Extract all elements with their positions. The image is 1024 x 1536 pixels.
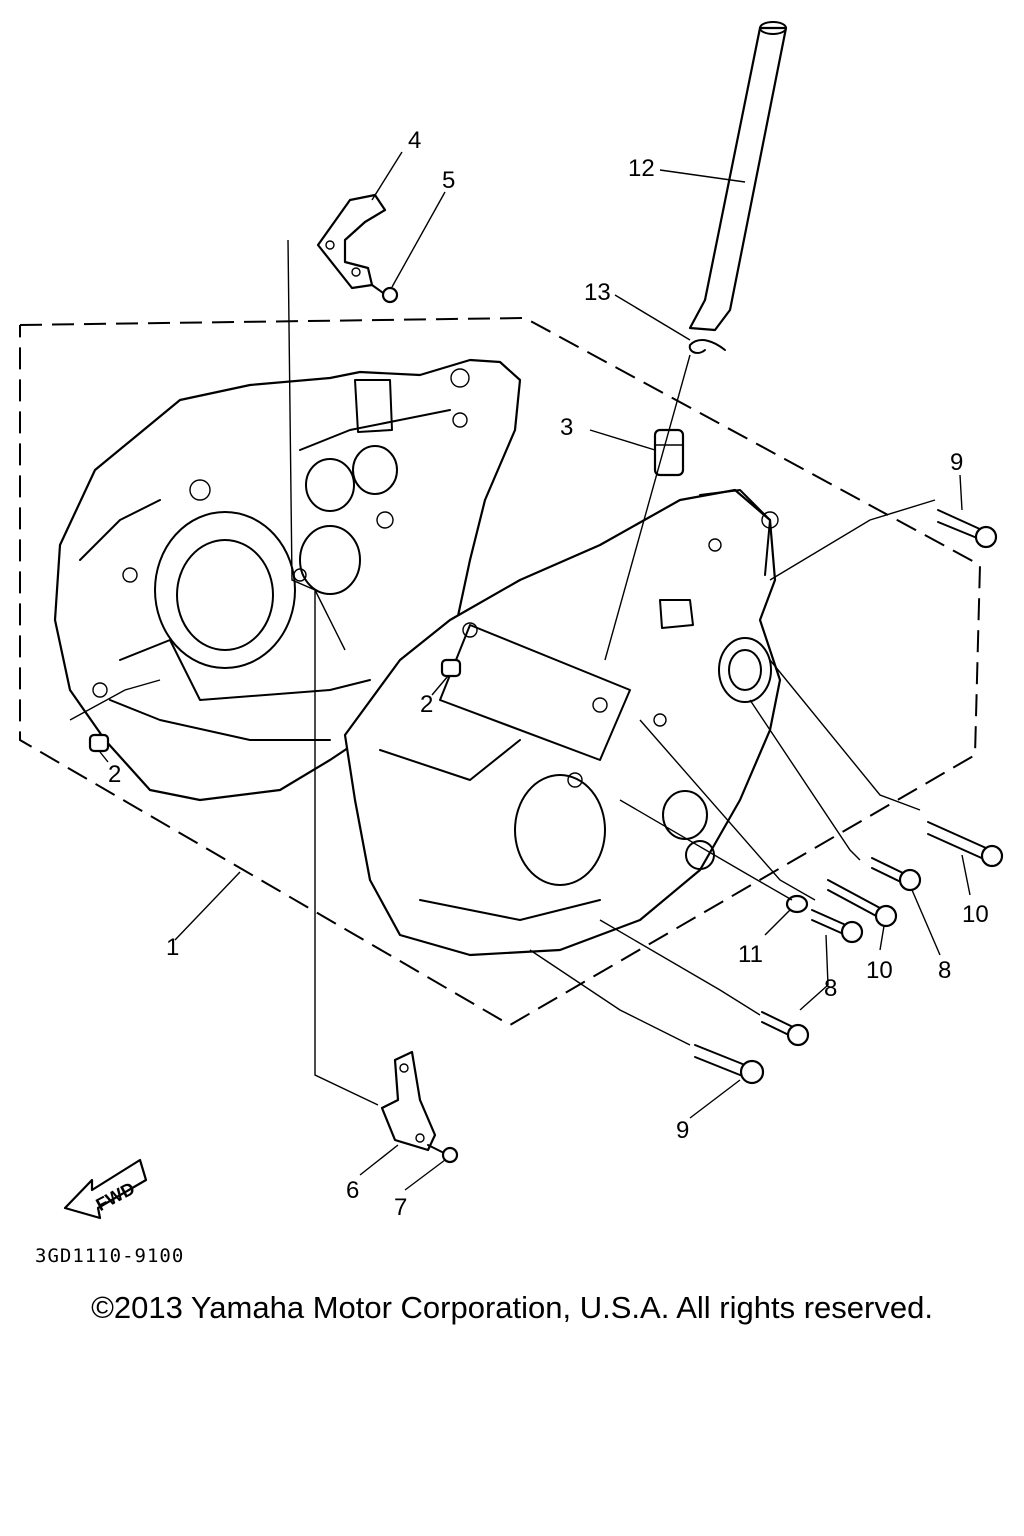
label-3: 3 (560, 414, 573, 441)
right-crankcase-half (343, 488, 782, 957)
forward-arrow-icon: FWD (63, 1158, 148, 1220)
bolt-10-mid (827, 879, 898, 928)
hose-12 (688, 21, 788, 332)
label-9-upper: 9 (950, 449, 963, 476)
diagram-code: 3GD1110-9100 (35, 1245, 184, 1267)
pipe-3 (653, 428, 685, 477)
bolt-10-right (927, 821, 1004, 868)
bolt-8-upper (871, 857, 922, 892)
bolt-9-lower (694, 1044, 765, 1085)
bolt-8-lower (811, 909, 864, 944)
bolt-9-upper (937, 509, 998, 549)
label-7: 7 (394, 1194, 407, 1221)
dowel-pin-left (88, 733, 110, 753)
copyright-notice: ©2013 Yamaha Motor Corporation, U.S.A. A… (91, 1290, 933, 1325)
stopper-plate-4 (316, 193, 387, 290)
screw-7 (427, 1144, 459, 1164)
label-12: 12 (628, 155, 655, 182)
label-1: 1 (166, 934, 179, 961)
label-8-lower: 8 (824, 975, 837, 1002)
label-6: 6 (346, 1177, 359, 1204)
label-10-mid: 10 (866, 957, 893, 984)
leader-lines (99, 151, 971, 1191)
bolt-8-bottom (761, 1011, 810, 1047)
label-10-right: 10 (962, 901, 989, 928)
label-9-lower: 9 (676, 1117, 689, 1144)
dowel-pin-right (440, 658, 462, 678)
label-5: 5 (442, 167, 455, 194)
assembly-boundary (19, 316, 982, 1027)
screw-5 (371, 284, 399, 304)
label-4: 4 (408, 127, 421, 154)
label-11: 11 (738, 941, 763, 968)
label-2-left: 2 (108, 761, 121, 788)
stopper-plate-6 (380, 1050, 437, 1152)
alignment-lines (69, 239, 936, 1106)
clip-13 (688, 339, 726, 354)
label-13: 13 (584, 279, 611, 306)
label-2-right: 2 (420, 691, 433, 718)
label-8-upper: 8 (938, 957, 951, 984)
